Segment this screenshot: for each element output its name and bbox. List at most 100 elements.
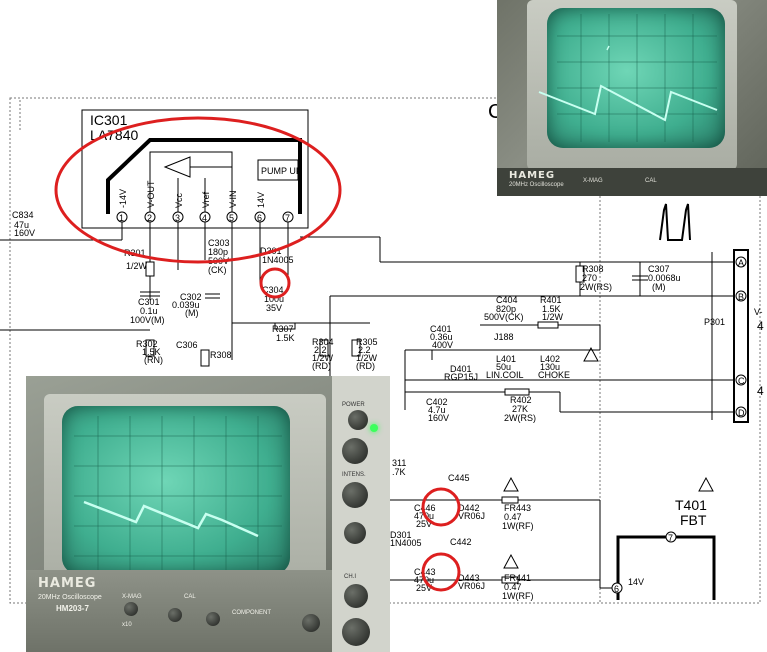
j188-ref: J188 [494,332,514,342]
svg-text:VR06J: VR06J [458,581,485,591]
svg-text:4: 4 [757,384,764,398]
c446-highlight-circle [421,487,461,527]
power-label: POWER [342,402,365,408]
svg-text:2: 2 [147,213,152,223]
d442-ref: D442 [458,503,480,513]
pump-up-label: PUMP UP [261,166,302,176]
svg-text:0.039u: 0.039u [172,300,200,310]
t401-type: FBT [680,512,707,528]
svg-text:6: 6 [257,213,262,223]
svg-text:270: 270 [582,273,597,283]
fbt-14v: 14V [628,577,644,587]
svg-text:(RD): (RD) [312,361,331,371]
svg-text:1.5K: 1.5K [142,347,161,357]
t401-ref: T401 [675,497,707,513]
r401-ref: R401 [540,295,562,305]
c306-ref: C306 [176,340,198,350]
r301-ref: R301 [124,248,146,258]
oscilloscope-photo-top: HAMEG 20MHz Oscilloscope X-MAG CAL [497,0,767,196]
c402-ref: C402 [426,397,448,407]
trace-knob [344,522,366,544]
svg-text:2.2: 2.2 [358,345,371,355]
svg-text:C: C [738,376,745,386]
svg-text:180p: 180p [208,247,228,257]
svg-text:1/2W: 1/2W [542,312,564,322]
svg-text:25V: 25V [416,519,432,529]
svg-text:2W(RS): 2W(RS) [580,282,612,292]
r304-ref: R304 [312,337,334,347]
svg-text:5: 5 [229,213,234,223]
r308b-ref: R308 [582,264,604,274]
ic-highlight-circle [54,116,342,264]
svg-text:CHOKE: CHOKE [538,370,570,380]
fr441-ref: FR441 [504,573,531,583]
svg-text:14V: 14V [256,192,266,208]
d401-ref: D401 [450,364,472,374]
l402-ref: L402 [540,354,560,364]
svg-text:1.5K: 1.5K [542,304,561,314]
svg-text:0.47: 0.47 [504,582,522,592]
power-led [370,424,378,432]
r311-ref: 311 [392,458,406,468]
power-knob [348,410,368,430]
c404-ref: C404 [496,295,518,305]
svg-text:4: 4 [757,319,764,333]
svg-text:LIN.COIL: LIN.COIL [486,370,524,380]
svg-text:1W(RF): 1W(RF) [502,521,534,531]
svg-text:50u: 50u [496,362,511,372]
svg-text:1/2W: 1/2W [312,353,334,363]
connector-pins: A B C D [735,256,747,418]
warning-icons [503,346,714,569]
svg-text:VR06J: VR06J [458,511,485,521]
svg-text:100V(M): 100V(M) [130,315,165,325]
oscilloscope-photo-bottom: POWER INTENS. CH.I HAMEG 20MHz Oscillosc… [26,376,390,652]
c301-ref: C301 [138,297,160,307]
scope-bottom-trace [74,416,282,571]
svg-text:0.1u: 0.1u [140,306,158,316]
amplifier-symbol [163,156,191,178]
ch1-knob [344,584,368,608]
pump-up-block [257,159,299,181]
svg-text:500V(CK): 500V(CK) [484,312,524,322]
r302-ref: R302 [136,339,158,349]
scope-bottom-brand: HAMEG [38,576,97,591]
c304-highlight-circle [259,267,291,299]
l401-ref: L401 [496,354,516,364]
svg-text:A: A [738,258,744,268]
c303-ref: C303 [208,238,230,248]
c401-ref: C401 [430,324,452,334]
c446-ref: C446 [414,503,436,513]
svg-text:V-OUT: V-OUT [146,180,156,208]
svg-text:160V: 160V [428,413,449,423]
component-symbols [140,261,648,584]
c834-ref: C834 [12,210,34,220]
svg-text:D: D [738,408,745,418]
svg-text:(CK): (CK) [208,265,227,275]
r308a-ref: R308 [210,350,232,360]
c443-highlight-circle [421,552,461,592]
svg-text:V-IN: V-IN [228,190,238,208]
waveform-sketch [659,203,691,241]
fbt-pin7: 7 [668,533,673,543]
scope-model: HM203-7 [56,604,89,613]
d443-ref: D443 [458,573,480,583]
svg-text:.7K: .7K [392,467,406,477]
svg-text:1.5K: 1.5K [276,333,295,343]
svg-text:2.2: 2.2 [314,345,327,355]
svg-text:4: 4 [202,213,207,223]
svg-text:1W(RF): 1W(RF) [502,591,534,601]
svg-text:Vref: Vref [201,191,211,208]
svg-text:(M): (M) [652,282,666,292]
svg-text:0.0068u: 0.0068u [648,273,681,283]
scope-top-trace [538,14,718,142]
ic-thick-frame [106,138,302,214]
d301b-ref: D301 [390,530,412,540]
ic-pins: 1 2 3 4 5 6 7 -14V V-OUT Vcc Vref V-IN 1… [116,180,294,223]
focus-knob [342,438,368,464]
svg-text:400V: 400V [432,340,453,350]
c304-ref: C304 [262,285,284,295]
svg-text:0.47: 0.47 [504,512,522,522]
svg-text:1N4005: 1N4005 [390,538,422,548]
svg-text:1/2W: 1/2W [356,353,378,363]
fbt-pin6: 6 [614,584,619,594]
